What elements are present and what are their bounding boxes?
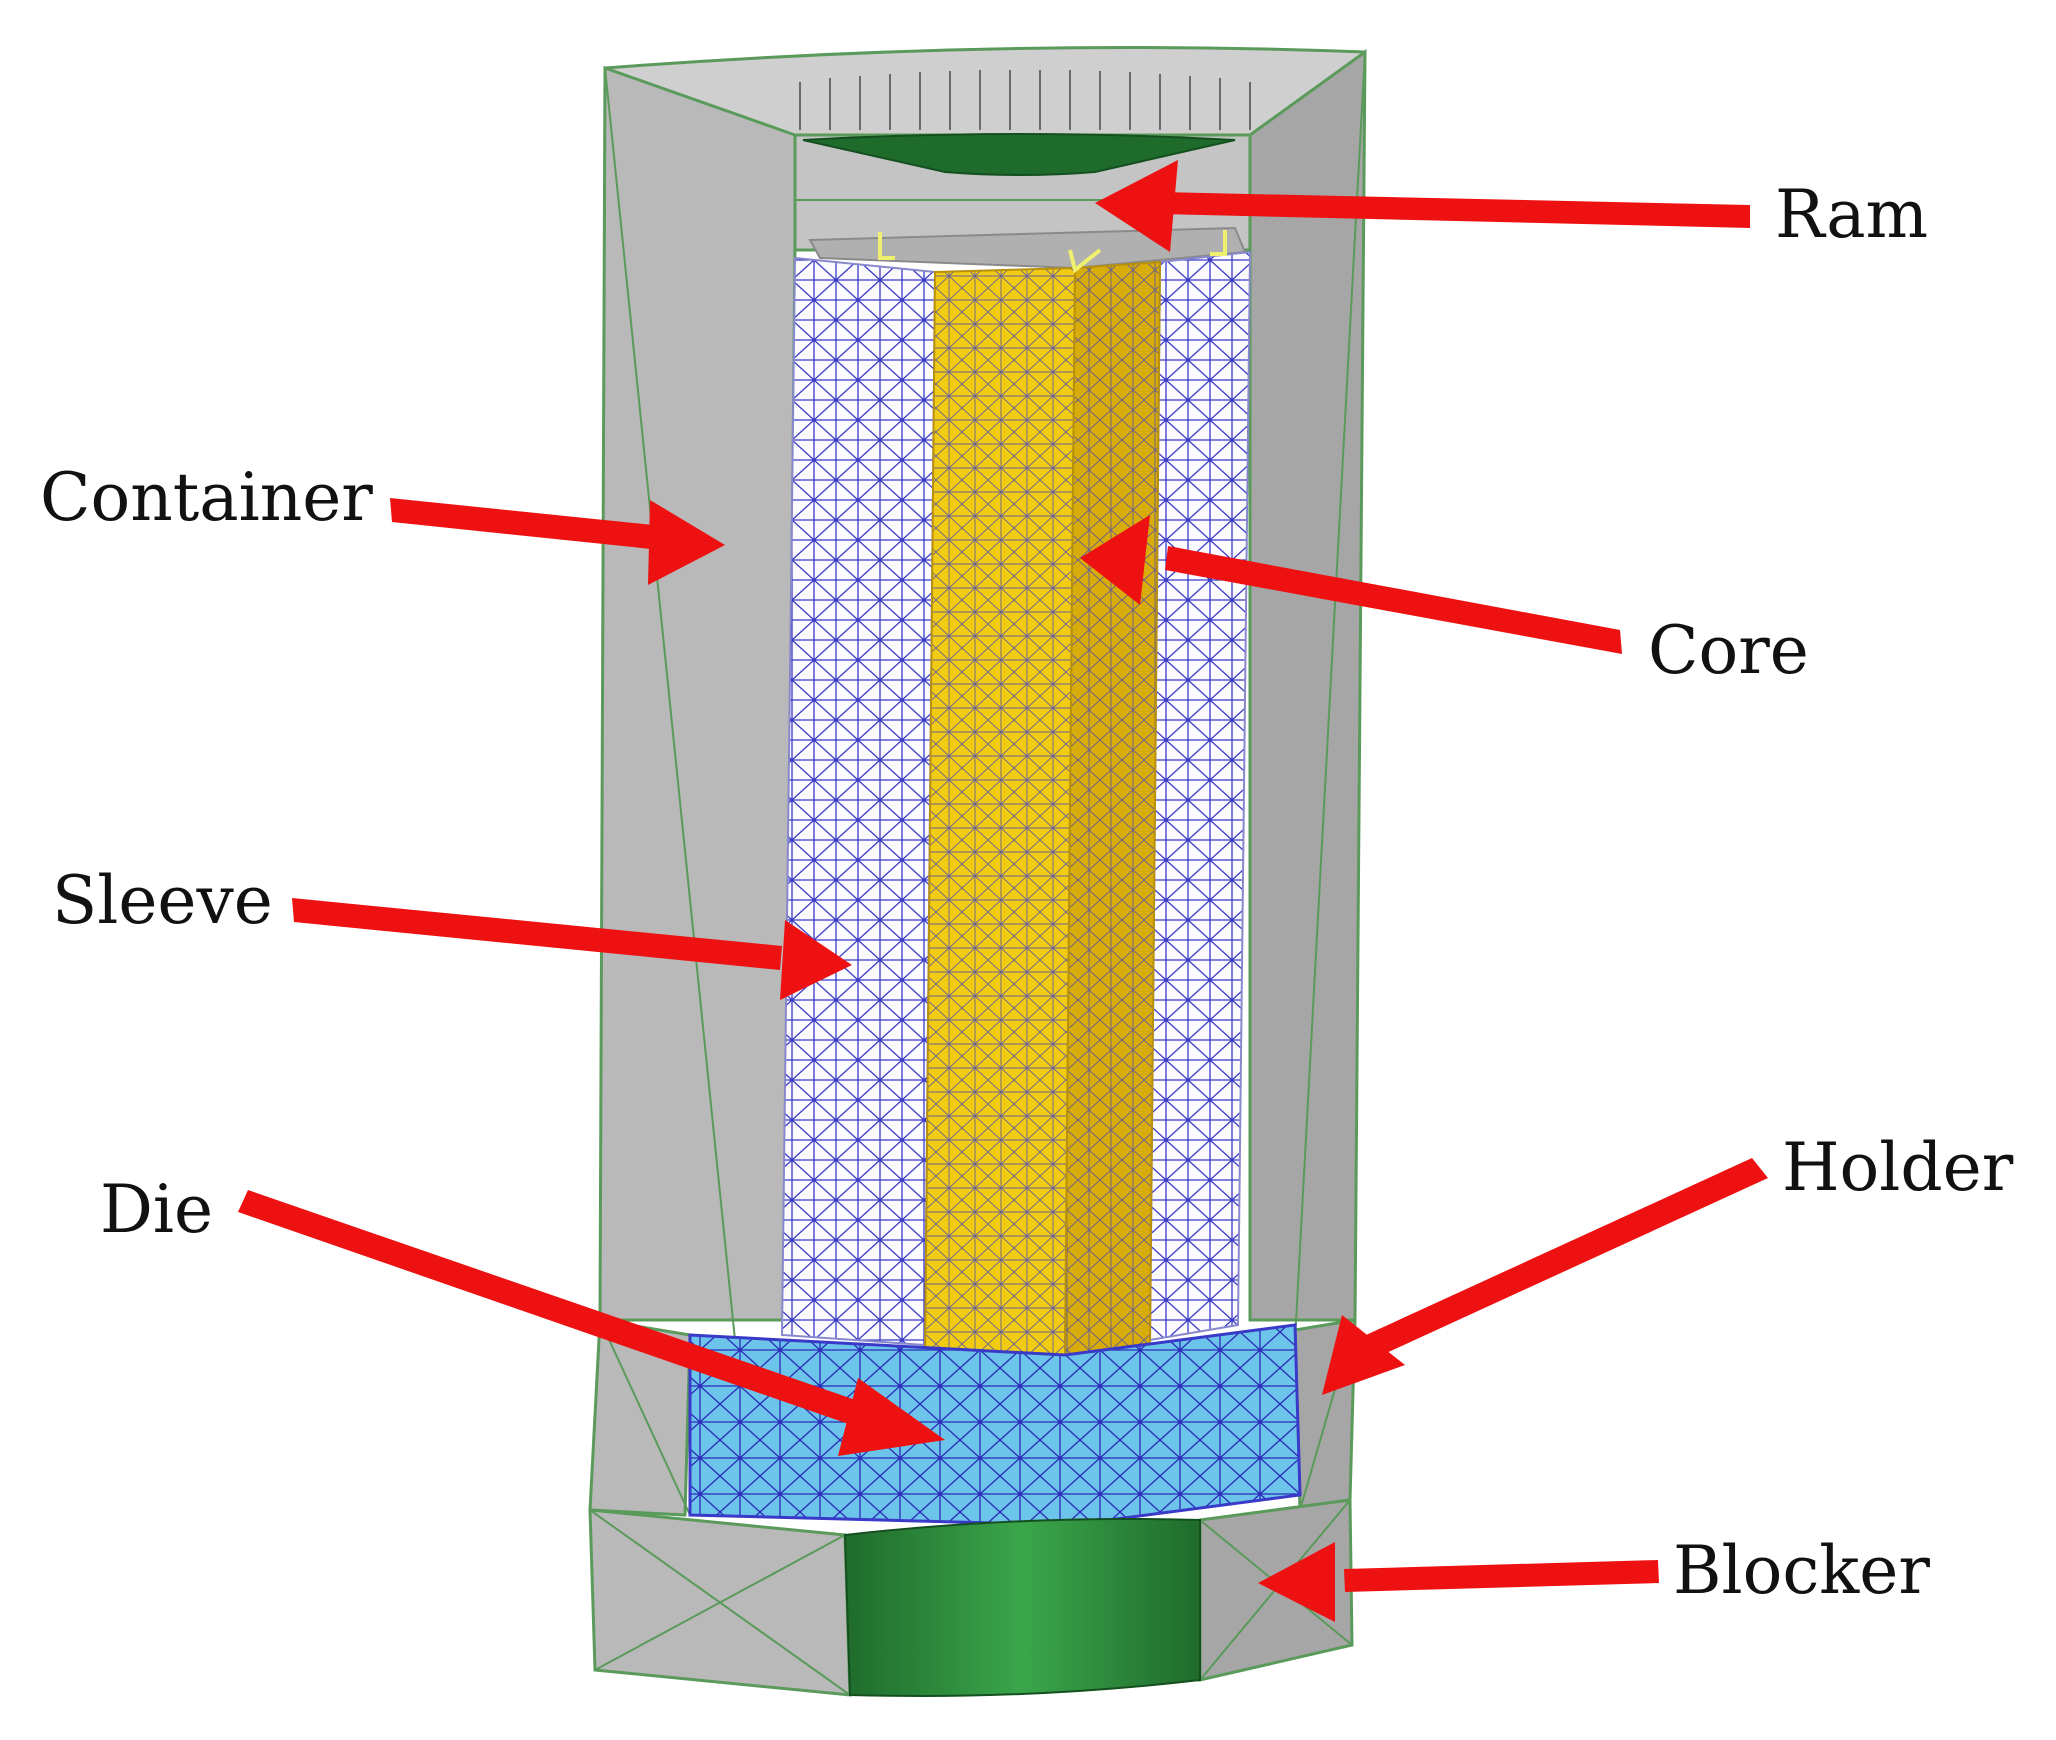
red-arrow-icon: [1095, 160, 1750, 252]
blocker-center-cylinder: [843, 1518, 1201, 1697]
sleeve-label: Sleeve: [52, 862, 273, 939]
red-arrow-icon: [1080, 515, 1622, 654]
red-arrow-icon: [390, 498, 725, 585]
red-arrow-icon: [1322, 1158, 1768, 1395]
die-part: [688, 1323, 1302, 1527]
die-label: Die: [100, 1171, 214, 1248]
container-label: Container: [40, 459, 373, 536]
ram-label: Ram: [1775, 176, 1929, 253]
container-rim-segments: [799, 70, 1251, 130]
ram-part: [802, 133, 1247, 270]
red-arrow-icon: [1258, 1542, 1659, 1622]
red-arrow-icon: [292, 898, 852, 1000]
container-right-wall: [1248, 49, 1367, 1322]
blocker-label: Blocker: [1673, 1532, 1930, 1609]
red-arrow-icon: [238, 1190, 945, 1456]
holder-left: [588, 1318, 692, 1517]
holder-label: Holder: [1782, 1129, 2014, 1206]
die-body: [688, 1323, 1302, 1527]
core-label: Core: [1648, 612, 1809, 689]
ram-top-face: [802, 133, 1236, 176]
blocker-part: [588, 1498, 1354, 1697]
